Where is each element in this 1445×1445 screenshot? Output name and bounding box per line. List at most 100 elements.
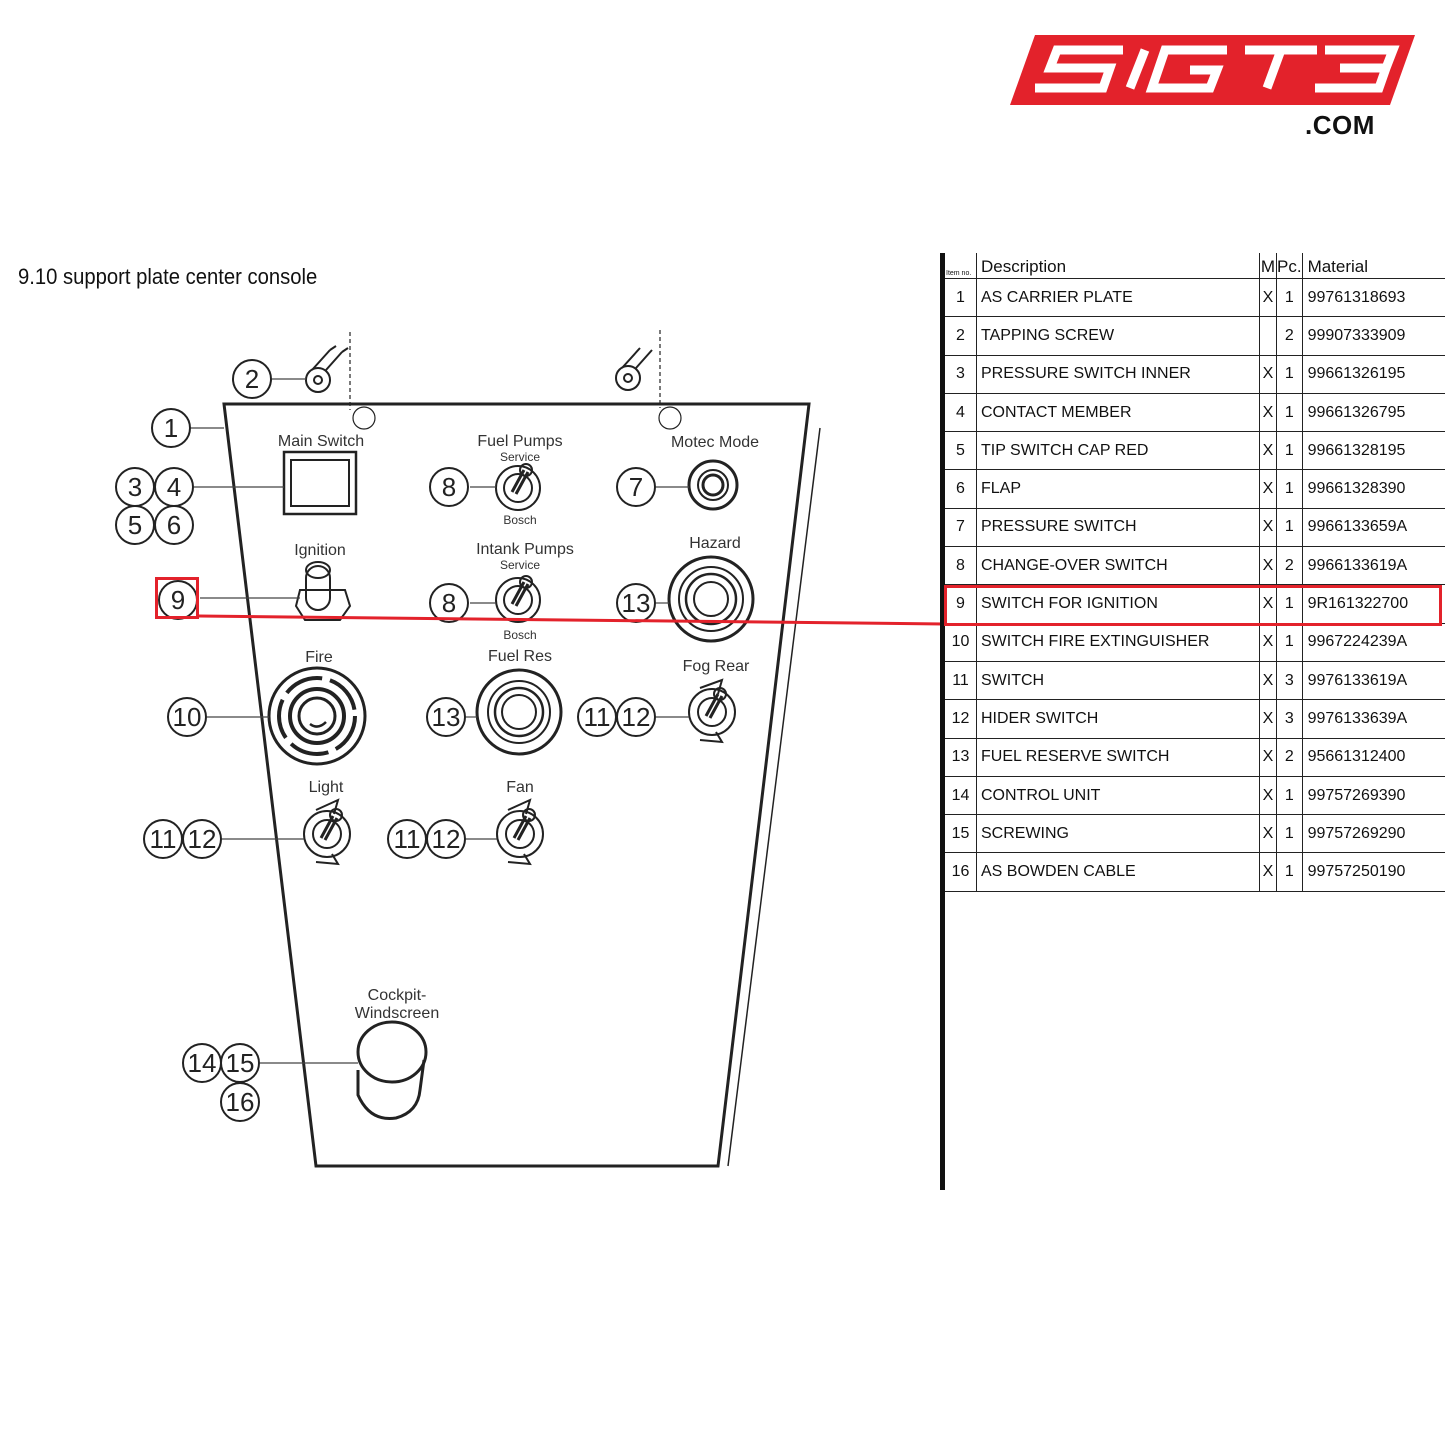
m-cell: X [1259,776,1277,816]
material-cell: 95661312400 [1302,738,1445,777]
label-ignition: Ignition [294,542,346,559]
section-title: 9.10 support plate center console [18,264,318,289]
description-cell: TAPPING SCREW [976,316,1260,356]
callout-8-fuel-pumps: 8 [442,472,456,502]
m-cell: X [1259,393,1277,433]
item-no-cell: 3 [945,355,977,394]
callout-3: 3 [128,472,142,502]
material-cell: 9966133659A [1302,508,1445,548]
m-cell: X [1259,738,1277,777]
material-cell: 99661326795 [1302,393,1445,433]
callout-6: 6 [167,510,181,540]
callout-9: 9 [171,585,185,615]
m-cell: X [1259,508,1277,548]
material-cell: 99661328195 [1302,431,1445,471]
material-cell: 99757269390 [1302,776,1445,816]
material-cell: 99757269290 [1302,814,1445,854]
console-diagram: 1 2 3 4 5 6 8 7 9 8 13 10 13 11 12 11 12… [115,330,821,1168]
material-cell: 99661328390 [1302,469,1445,509]
pc-cell: 1 [1276,623,1303,662]
item-no-cell: 8 [945,546,977,586]
logo-mark [1010,35,1415,105]
material-cell: 99907333909 [1302,316,1445,356]
callout-1: 1 [164,413,178,443]
m-cell: X [1259,584,1277,624]
logo-domain-suffix: .COM [1305,110,1375,140]
console-plate [222,402,811,1168]
m-cell: X [1259,699,1277,739]
parts-list-divider [940,253,945,1190]
description-cell: FLAP [976,469,1260,509]
hazard-button [667,555,755,643]
m-cell: X [1259,814,1277,854]
material-cell: 9976133639A [1302,699,1445,739]
label-hazard: Hazard [689,535,741,552]
header-description: Description [976,253,1260,279]
item-no-cell: 4 [945,393,977,433]
description-cell: AS CARRIER PLATE [976,278,1260,318]
callout-4: 4 [167,472,181,502]
material-cell: 99661326195 [1302,355,1445,394]
pc-cell: 1 [1276,355,1303,394]
pc-cell: 1 [1276,469,1303,509]
callout-16: 16 [226,1087,255,1117]
callout-11-light: 11 [150,824,177,854]
label-fuel-pumps-service: Service [500,450,540,464]
label-intank-pumps-service: Service [500,558,540,572]
header-m: M [1259,253,1277,279]
highlight-callout-9 [155,577,199,619]
label-cockpit: Cockpit- [368,987,427,1004]
cockpit-windscreen-knob [356,1020,428,1121]
callout-10: 10 [173,702,202,732]
description-cell: CONTROL UNIT [976,776,1260,816]
fog-rear-switch [688,678,736,744]
pc-cell: 1 [1276,584,1303,624]
motec-mode-button [687,459,739,511]
material-cell: 9966133619A [1302,546,1445,586]
description-cell: PRESSURE SWITCH INNER [976,355,1260,394]
description-cell: TIP SWITCH CAP RED [976,431,1260,471]
label-fuel-pumps: Fuel Pumps [477,433,562,450]
item-no-cell: 11 [945,661,977,701]
callout-11-fan: 11 [394,824,421,854]
fire-button [267,666,367,766]
callout-12-light: 12 [188,824,217,854]
item-no-cell: 9 [945,584,977,624]
description-cell: SWITCH FOR IGNITION [976,584,1260,624]
screw-right [615,330,682,430]
fuel-res-button [475,668,563,756]
label-fog-rear: Fog Rear [683,658,750,675]
item-no-cell: 5 [945,431,977,471]
label-motec-mode: Motec Mode [671,434,759,451]
callout-7: 7 [629,472,643,502]
m-cell: X [1259,278,1277,318]
m-cell: X [1259,661,1277,701]
pc-cell: 1 [1276,278,1303,318]
description-cell: FUEL RESERVE SWITCH [976,738,1260,777]
m-cell: X [1259,355,1277,394]
label-intank-pumps-bosch: Bosch [503,628,536,642]
item-no-cell: 6 [945,469,977,509]
callout-15: 15 [226,1048,255,1078]
m-cell: X [1259,623,1277,662]
pc-cell: 3 [1276,661,1303,701]
callout-13-hazard: 13 [622,588,651,618]
label-windscreen: Windscreen [355,1005,439,1022]
callout-circles [115,359,656,1122]
item-no-cell: 10 [945,623,977,662]
label-fuel-pumps-bosch: Bosch [503,513,536,527]
description-cell: SWITCH [976,661,1260,701]
description-cell: SCREWING [976,814,1260,854]
screw-left [305,332,376,430]
material-cell: 9967224239A [1302,623,1445,662]
m-cell: X [1259,431,1277,471]
